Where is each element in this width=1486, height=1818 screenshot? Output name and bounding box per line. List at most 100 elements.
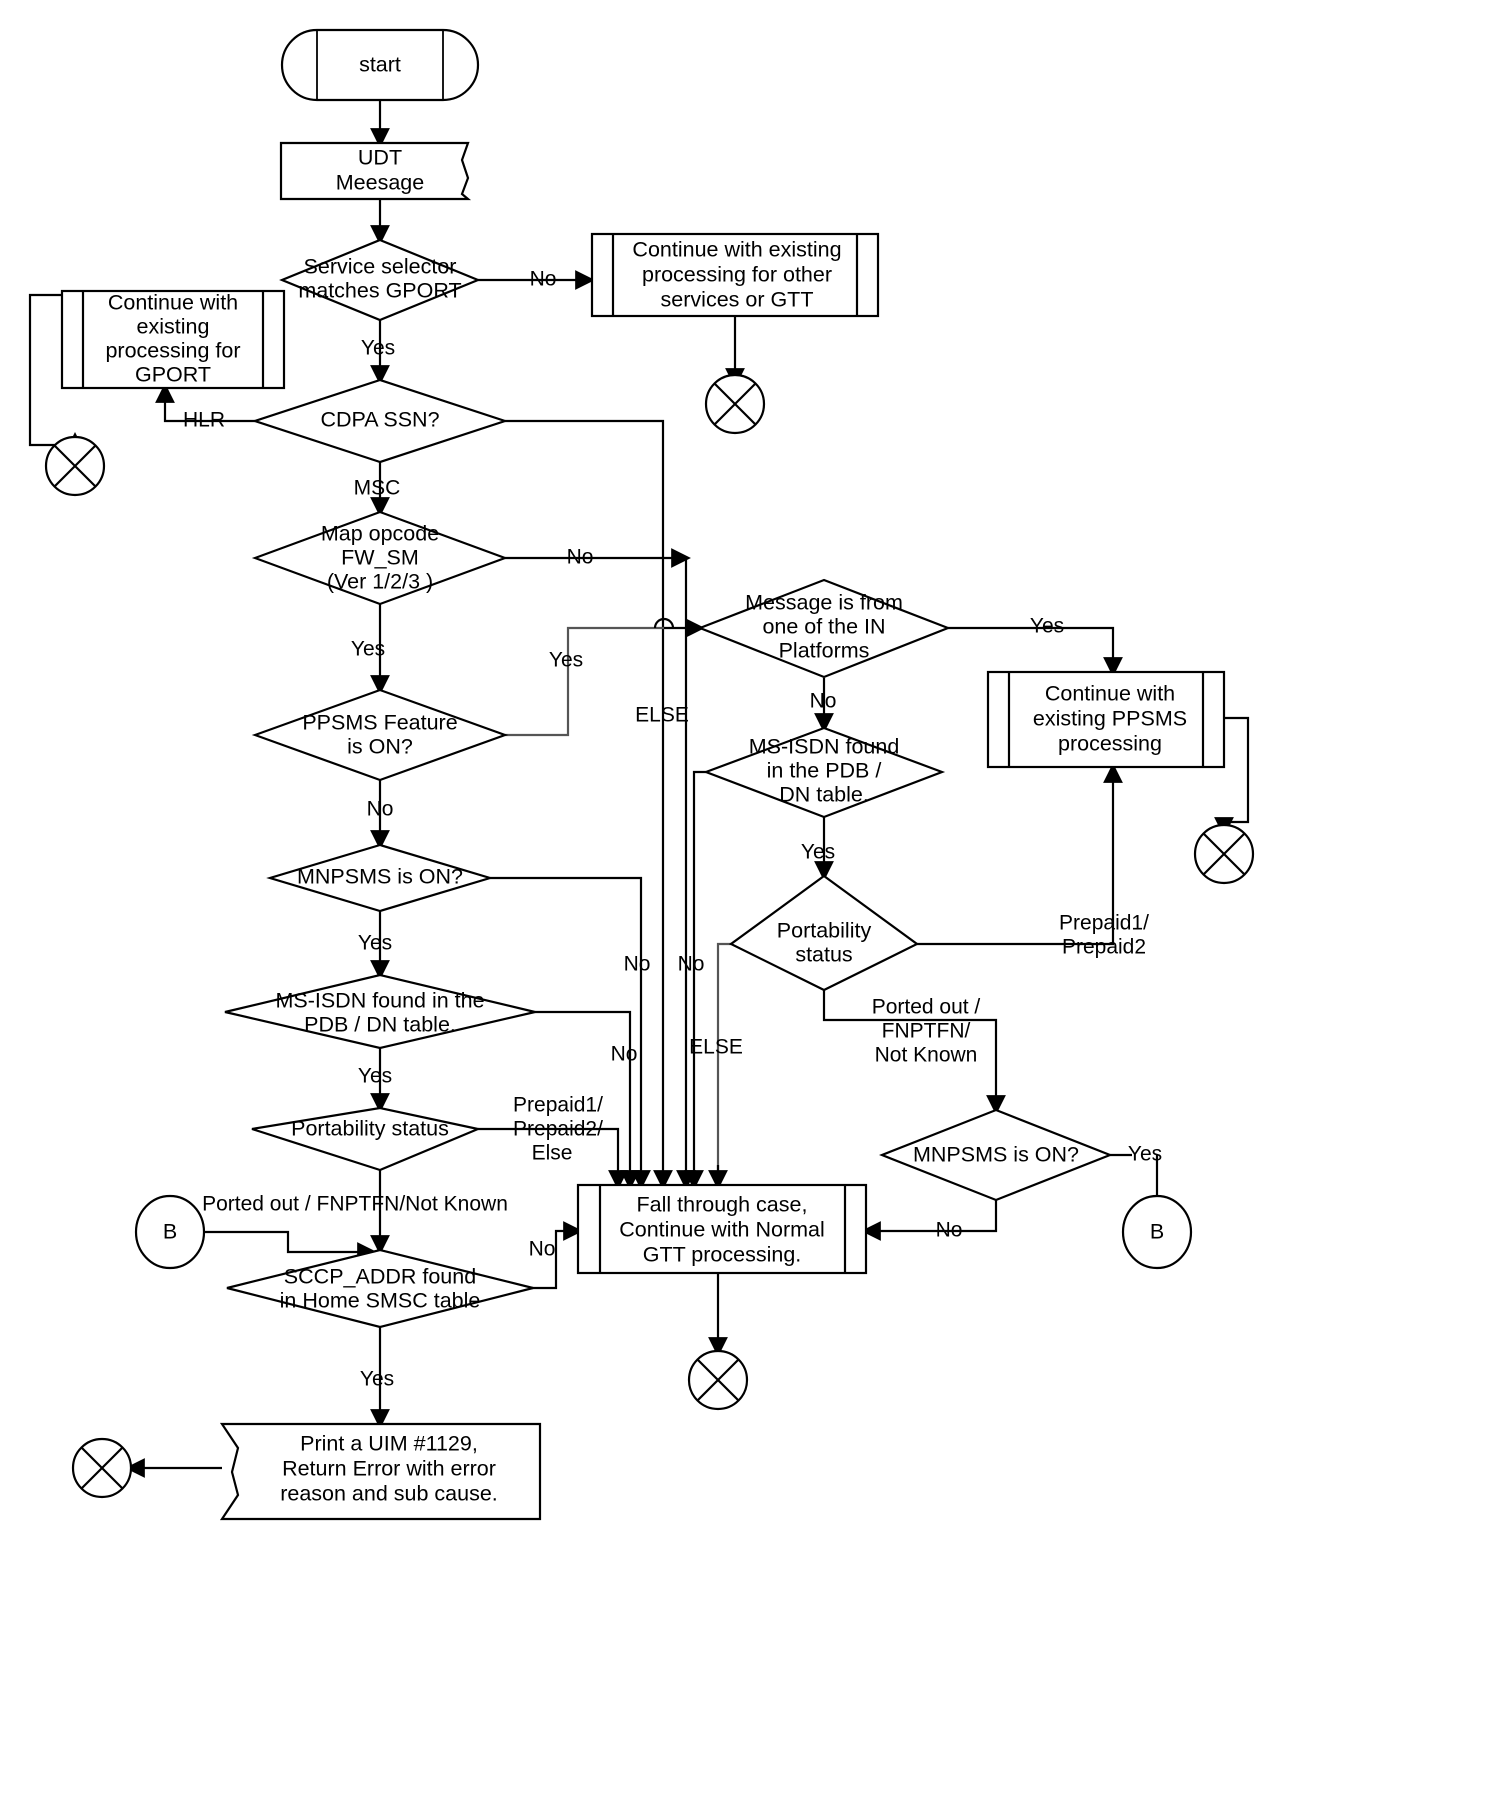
label-ppsms-feature-yes: Yes — [549, 649, 583, 672]
node-mnpsms-left: MNPSMS is ON? — [266, 843, 494, 913]
node-portability-right-line1: Portability — [777, 919, 872, 943]
node-sccp-line2: in Home SMSC table — [280, 1289, 481, 1313]
node-other-services-line3: services or GTT — [661, 288, 814, 312]
label-portability-right-ported-2: FNPTFN/ — [882, 1020, 971, 1043]
node-mnpsms-right-label: MNPSMS is ON? — [913, 1143, 1079, 1167]
connector-b-right-label: B — [1150, 1220, 1164, 1244]
node-mnpsms-right: MNPSMS is ON? — [879, 1108, 1113, 1202]
node-service-selector-line1: Service selector — [304, 255, 457, 279]
node-service-selector-line2: matches GPORT — [298, 279, 461, 303]
label-portability-right-prepaid-2: Prepaid2 — [1062, 936, 1146, 959]
node-msisdn-left-line2: PDB / DN table. — [304, 1013, 456, 1037]
node-other-services-line1: Continue with existing — [632, 238, 841, 262]
node-start-label: start — [359, 53, 401, 77]
edge-msisdn-left-no — [535, 1010, 640, 1190]
label-portability-left-prepaid-3: Else — [532, 1142, 573, 1165]
node-msisdn-left-line1: MS-ISDN found in the — [275, 989, 484, 1013]
offpage-connector-gport — [44, 435, 106, 497]
node-gport-line1: Continue with — [108, 291, 238, 315]
edge-mnpsms-right-no — [861, 1200, 998, 1241]
node-map-opcode: Map opcode FW_SM (Ver 1/2/3 ) — [251, 510, 509, 606]
label-ppsms-feature-no: No — [367, 798, 394, 821]
node-gport-line4: GPORT — [135, 363, 211, 387]
label-map-opcode-no: No — [567, 546, 594, 569]
node-msisdn-pdb-left: MS-ISDN found in the PDB / DN table. — [224, 973, 536, 1050]
node-ppsms-feature: PPSMS Feature is ON? — [251, 688, 509, 782]
node-print-line3: reason and sub cause. — [280, 1482, 498, 1506]
label-portability-left-prepaid-1: Prepaid1/ — [513, 1094, 603, 1117]
node-gport-line2: existing — [137, 315, 210, 339]
label-in-yes: Yes — [1030, 615, 1064, 638]
node-portability-right: Portability status — [728, 874, 920, 992]
node-fall-through-line2: Continue with Normal — [619, 1218, 825, 1242]
offpage-connector-ppsms — [1193, 823, 1255, 885]
label-in-no: No — [810, 690, 837, 713]
node-ppsms-line2: existing PPSMS — [1033, 707, 1187, 731]
node-cdpa-ssn-label: CDPA SSN? — [320, 408, 439, 432]
edge-portability-right-prepaid — [917, 763, 1123, 946]
node-msisdn-right-line2: in the PDB / — [767, 759, 882, 783]
node-map-opcode-line2: FW_SM — [341, 546, 419, 570]
label-portability-right-else: ELSE — [689, 1036, 743, 1059]
edge-cdpa-else — [505, 419, 673, 1190]
edge-msisdn-right-no — [684, 770, 706, 1190]
label-sccp-no: No — [529, 1238, 556, 1261]
edge-b-left-to-sccp — [205, 1230, 377, 1262]
label-portability-right-ported-1: Ported out / — [872, 996, 981, 1019]
label-map-opcode-yes: Yes — [351, 638, 385, 661]
node-print-uim: Print a UIM #1129, Return Error with err… — [219, 1422, 542, 1521]
node-portability-left-label: Portability status — [291, 1117, 449, 1141]
label-msisdn-right-no: No — [678, 953, 705, 976]
label-service-no: No — [530, 268, 557, 291]
label-mnpsms-left-no: No — [624, 953, 651, 976]
label-cdpa-else: ELSE — [635, 704, 689, 727]
label-portability-left-prepaid-2: Prepaid2/ — [513, 1118, 603, 1141]
connector-b-left-label: B — [163, 1220, 177, 1244]
node-ppsms-feature-line2: is ON? — [347, 735, 413, 759]
connector-b-right: B — [1121, 1194, 1193, 1270]
node-ppsms-line1: Continue with — [1045, 682, 1175, 706]
node-message-from-in: Message is from one of the IN Platforms — [696, 578, 952, 679]
node-udt-line1: UDT — [358, 146, 402, 170]
node-fall-through-line3: GTT processing. — [643, 1243, 802, 1267]
node-service-selector: Service selector matches GPORT — [279, 238, 481, 322]
node-in-line2: one of the IN — [762, 615, 885, 639]
node-udt-line2: Meesage — [336, 171, 424, 195]
edge-cdpa-hlr — [155, 383, 255, 423]
edge-portability-left-prepaid — [478, 1127, 628, 1190]
edge-mnpsms-left-no — [490, 876, 651, 1190]
node-mnpsms-left-label: MNPSMS is ON? — [297, 865, 463, 889]
label-msisdn-left-no: No — [611, 1043, 638, 1066]
label-mnpsms-left-yes: Yes — [358, 932, 392, 955]
node-in-line3: Platforms — [779, 639, 870, 663]
label-mnpsms-right-no: No — [936, 1219, 963, 1242]
label-portability-right-ported-3: Not Known — [875, 1044, 978, 1067]
node-fall-through: Fall through case, Continue with Normal … — [576, 1183, 868, 1275]
node-continue-ppsms: Continue with existing PPSMS processing — [986, 670, 1226, 769]
node-start: start — [280, 28, 480, 102]
node-sccp-addr: SCCP_ADDR found in Home SMSC table — [226, 1248, 534, 1329]
node-print-line1: Print a UIM #1129, — [300, 1432, 478, 1456]
edge-hop-over-trunk — [653, 617, 675, 629]
offpage-connector-fall-through — [687, 1349, 749, 1411]
node-msisdn-right-line3: DN table. — [779, 783, 869, 807]
label-mnpsms-right-yes: Yes — [1128, 1143, 1162, 1166]
edge-in-yes — [948, 626, 1123, 677]
edge-ppsms-feature-yes — [505, 626, 664, 737]
label-msisdn-right-yes: Yes — [801, 841, 835, 864]
node-msisdn-pdb-right: MS-ISDN found in the PDB / DN table. — [702, 726, 946, 819]
label-msisdn-left-yes: Yes — [358, 1065, 392, 1088]
node-fall-through-line1: Fall through case, — [637, 1193, 808, 1217]
edge-ppsms-to-offpage — [1214, 716, 1250, 837]
connector-b-left: B — [134, 1194, 206, 1270]
node-portability-right-line2: status — [795, 943, 852, 967]
label-service-yes: Yes — [361, 337, 395, 360]
node-cdpa-ssn: CDPA SSN? — [251, 378, 509, 464]
node-gport-line3: processing for — [105, 339, 240, 363]
node-ppsms-line3: processing — [1058, 732, 1162, 756]
edge-portability-right-else — [716, 942, 731, 1185]
edge-portability-right-ported — [822, 990, 1006, 1115]
node-ppsms-feature-line1: PPSMS Feature — [302, 711, 457, 735]
